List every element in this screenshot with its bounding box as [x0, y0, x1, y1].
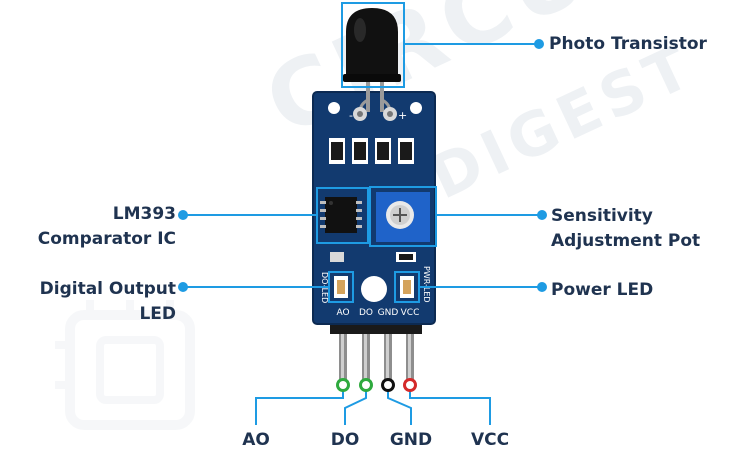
label-sensitivity-line1: Sensitivity [551, 206, 653, 226]
silk-pin-gnd: GND [378, 308, 399, 318]
label-lm393: LM393 Comparator IC [10, 202, 176, 252]
sensitivity-pot [376, 192, 430, 242]
pin-ring-gnd [381, 378, 395, 392]
mounting-hole-right [410, 102, 422, 114]
mounting-hole-left [328, 102, 340, 114]
silk-pin-do: DO [359, 308, 373, 318]
label-lm393-line2: Comparator IC [37, 229, 176, 249]
watermark-chip-icon [55, 300, 195, 430]
pot-highlight [369, 186, 437, 247]
photo-transistor [343, 8, 401, 121]
callout-line-vcc [409, 387, 491, 425]
label-digital-output-led: Digital Output LED [10, 277, 176, 327]
callout-dot-pot [537, 210, 547, 220]
callout-line-gnd [387, 387, 412, 425]
center-hole [361, 276, 387, 302]
label-digital-line1: Digital Output [39, 279, 176, 299]
pwr-led [400, 276, 414, 298]
smd-resistors [329, 138, 414, 164]
label-power-led: Power LED [551, 280, 654, 300]
label-lm393-line1: LM393 [112, 204, 176, 224]
callout-dot-pwr-led [537, 282, 547, 292]
callout-line-do [344, 387, 367, 425]
callout-dot-photo [534, 39, 544, 49]
pin-ring-vcc [403, 378, 417, 392]
pin-label-ao: AO [242, 430, 270, 450]
pin-ring-ao [336, 378, 350, 392]
silk-minus: - [349, 109, 353, 122]
callout-line-ao [255, 387, 344, 425]
silk-plus: + [398, 109, 407, 122]
silk-pwr-led: PWR-LED [422, 266, 431, 303]
do-led [334, 276, 348, 298]
label-photo-transistor: Photo Transistor [549, 34, 707, 54]
label-sensitivity-pot: Sensitivity Adjustment Pot [551, 204, 700, 254]
callout-lines [185, 43, 540, 425]
callout-dot-lm393 [178, 210, 188, 220]
lm393-ic [320, 197, 362, 233]
label-sensitivity-line2: Adjustment Pot [551, 231, 701, 251]
label-digital-line2: LED [139, 304, 176, 324]
callout-dot-do-led [178, 282, 188, 292]
silk-pin-ao: AO [336, 308, 349, 318]
pin-label-gnd: GND [389, 430, 433, 450]
silk-pin-vcc: VCC [401, 308, 420, 318]
pin-label-do: DO [330, 430, 360, 450]
pin-ring-do [359, 378, 373, 392]
header-pins [339, 330, 414, 382]
pin-label-vcc: VCC [470, 430, 510, 450]
